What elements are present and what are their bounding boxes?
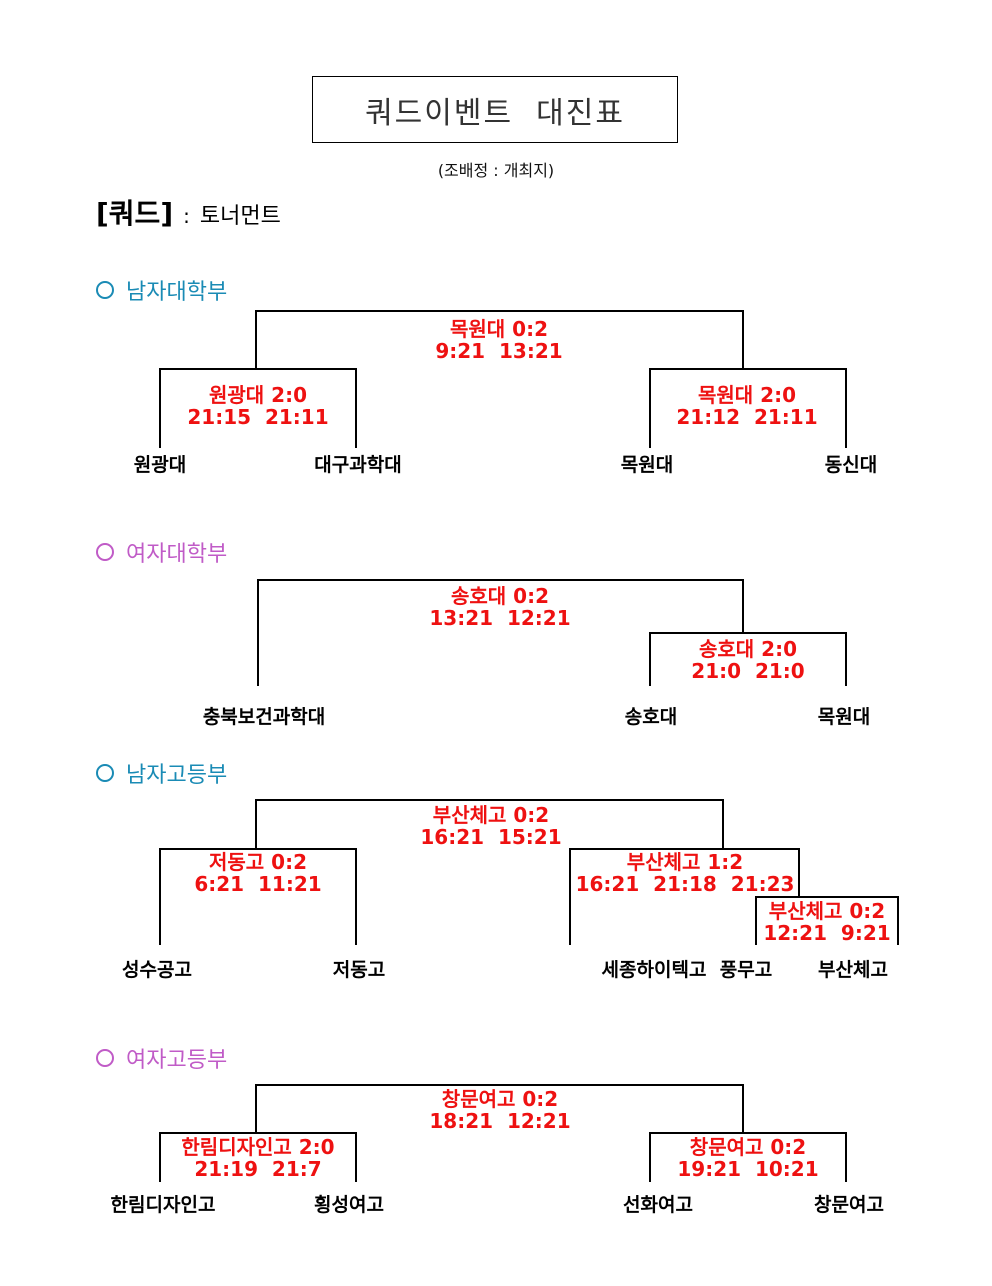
match-score-line1: 송호대 0:2 bbox=[429, 585, 571, 607]
division-title-text: 여자고등부 bbox=[126, 1048, 228, 1073]
section-name: [쿼드] bbox=[96, 197, 174, 230]
team-name: 충북보건과학대 bbox=[202, 706, 326, 728]
bracket-line-mh-right bbox=[569, 848, 800, 945]
bracket-line-mu-left bbox=[159, 368, 357, 448]
match-score-line1: 송호대 2:0 bbox=[691, 638, 805, 660]
match-score-semi: 송호대 2:0 21:0 21:0 bbox=[691, 638, 805, 683]
team-name: 성수공고 bbox=[122, 959, 192, 981]
match-score-final: 목원대 0:2 9:21 13:21 bbox=[435, 318, 563, 363]
match-score-semi: 목원대 2:0 21:12 21:11 bbox=[676, 384, 818, 429]
bracket-line-mh-sub bbox=[755, 896, 899, 945]
match-score-line2: 16:21 15:21 bbox=[420, 825, 562, 849]
division-title-men-univ: 남자대학부 bbox=[96, 274, 227, 306]
team-name: 횡성여고 bbox=[314, 1194, 384, 1216]
division-title-women-univ: 여자대학부 bbox=[96, 536, 227, 568]
division-title-women-high: 여자고등부 bbox=[96, 1042, 227, 1074]
division-title-men-high: 남자고등부 bbox=[96, 757, 227, 789]
page-title-text: 쿼드이벤트 대진표 bbox=[365, 95, 625, 131]
match-score-line2: 9:21 13:21 bbox=[435, 339, 563, 363]
team-name: 선화여고 bbox=[623, 1194, 693, 1216]
match-score-line1: 목원대 0:2 bbox=[435, 318, 563, 340]
match-score-line2: 13:21 12:21 bbox=[429, 606, 571, 630]
division-title-text: 남자고등부 bbox=[126, 763, 228, 788]
match-score-semi: 부산체고 1:2 16:21 21:18 21:23 bbox=[575, 851, 795, 896]
team-name: 저동고 bbox=[332, 959, 386, 981]
match-score-line2: 21:12 21:11 bbox=[676, 405, 818, 429]
match-score-line2: 21:19 21:7 bbox=[181, 1158, 335, 1180]
bracket-line-wh-right bbox=[649, 1132, 847, 1182]
page-title: 쿼드이벤트 대진표 bbox=[312, 76, 678, 143]
subtitle: (조배정 : 개최지) bbox=[437, 161, 555, 180]
circle-icon bbox=[96, 281, 114, 299]
match-score-line1: 목원대 2:0 bbox=[676, 384, 818, 406]
circle-icon bbox=[96, 1049, 114, 1067]
match-score-line2: 18:21 12:21 bbox=[429, 1109, 571, 1133]
team-name: 부산체고 bbox=[818, 959, 888, 981]
bracket-line-mh-final bbox=[255, 799, 724, 849]
team-name: 원광대 bbox=[133, 454, 187, 476]
bracket-line-wu-final bbox=[257, 579, 744, 686]
match-score-semi: 창문여고 0:2 19:21 10:21 bbox=[677, 1136, 819, 1181]
match-score-final: 창문여고 0:2 18:21 12:21 bbox=[429, 1088, 571, 1133]
match-score-semi: 저동고 0:2 6:21 11:21 bbox=[194, 851, 322, 896]
match-score-semi: 원광대 2:0 21:15 21:11 bbox=[187, 384, 329, 429]
bracket-line-mu-right bbox=[649, 368, 847, 448]
bracket-line-mh-left bbox=[159, 848, 357, 945]
match-score-quarter: 부산체고 0:2 12:21 9:21 bbox=[763, 900, 891, 945]
team-name: 목원대 bbox=[817, 706, 871, 728]
match-score-line1: 부산체고 1:2 bbox=[575, 851, 795, 873]
match-score-line1: 원광대 2:0 bbox=[187, 384, 329, 406]
match-score-line1: 창문여고 0:2 bbox=[677, 1136, 819, 1158]
match-score-semi: 한림디자인고 2:0 21:19 21:7 bbox=[181, 1135, 335, 1180]
match-score-final: 부산체고 0:2 16:21 15:21 bbox=[420, 804, 562, 849]
match-score-line2: 6:21 11:21 bbox=[194, 872, 322, 896]
team-name: 송호대 bbox=[624, 706, 678, 728]
section-heading: [쿼드]: 토너먼트 bbox=[96, 192, 281, 232]
match-score-line1: 부산체고 0:2 bbox=[763, 900, 891, 922]
team-name: 창문여고 bbox=[814, 1194, 884, 1216]
section-description: 토너먼트 bbox=[199, 204, 281, 229]
division-title-text: 여자대학부 bbox=[126, 542, 228, 567]
match-score-line1: 부산체고 0:2 bbox=[420, 804, 562, 826]
match-score-line1: 한림디자인고 2:0 bbox=[181, 1135, 335, 1159]
match-score-final: 송호대 0:2 13:21 12:21 bbox=[429, 585, 571, 630]
bracket-line-wh-final bbox=[255, 1084, 744, 1133]
match-score-line1: 저동고 0:2 bbox=[194, 851, 322, 873]
bracket-line-wu-right bbox=[649, 632, 847, 686]
bracket-line-mu-final bbox=[255, 310, 744, 368]
circle-icon bbox=[96, 543, 114, 561]
team-name: 세종하이텍고 bbox=[601, 959, 707, 981]
match-score-line1: 창문여고 0:2 bbox=[429, 1088, 571, 1110]
match-score-line2: 21:0 21:0 bbox=[691, 659, 805, 683]
match-score-line2: 16:21 21:18 21:23 bbox=[575, 872, 795, 896]
section-separator: : bbox=[183, 204, 190, 228]
team-name: 동신대 bbox=[824, 454, 878, 476]
team-name: 목원대 bbox=[620, 454, 674, 476]
circle-icon bbox=[96, 764, 114, 782]
match-score-line2: 12:21 9:21 bbox=[763, 921, 891, 945]
match-score-line2: 19:21 10:21 bbox=[677, 1157, 819, 1181]
match-score-line2: 21:15 21:11 bbox=[187, 405, 329, 429]
team-name: 풍무고 bbox=[719, 959, 773, 981]
team-name: 한림디자인고 bbox=[110, 1194, 216, 1216]
bracket-line-wh-left bbox=[159, 1132, 357, 1182]
division-title-text: 남자대학부 bbox=[126, 280, 228, 305]
team-name: 대구과학대 bbox=[314, 454, 402, 476]
